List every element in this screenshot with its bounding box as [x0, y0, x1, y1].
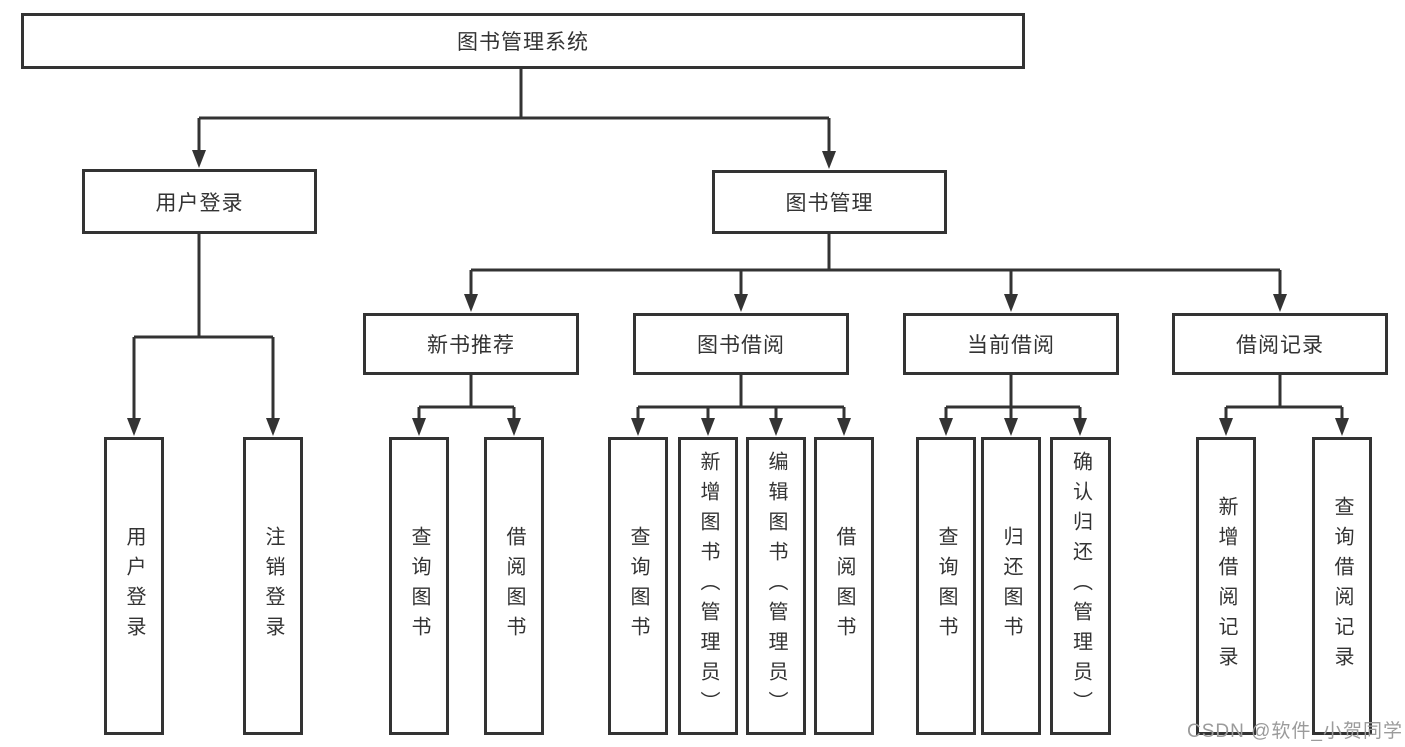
arrow-down-icon	[1073, 418, 1087, 436]
node-book-borrow: 图书借阅	[633, 313, 849, 375]
leaf-bb-edit: 编辑图书（管理员）	[746, 437, 806, 735]
node-current-borrow: 当前借阅	[903, 313, 1119, 375]
arrow-down-icon	[127, 418, 141, 436]
leaf-rec-query-label: 查询图书	[408, 526, 430, 646]
leaf-rec-query: 查询图书	[389, 437, 449, 735]
arrow-down-icon	[631, 418, 645, 436]
node-root-label: 图书管理系统	[457, 31, 589, 54]
connector-root-branch	[197, 69, 831, 153]
leaf-cb-return: 归还图书	[981, 437, 1041, 735]
leaf-br-query-label: 查询借阅记录	[1331, 496, 1353, 676]
leaf-bb-query-label: 查询图书	[627, 526, 649, 646]
arrow-down-icon	[1004, 294, 1018, 312]
leaf-cb-confirm-label: 确认归还（管理员）	[1069, 451, 1092, 721]
leaf-bb-borrow-label: 借阅图书	[833, 526, 855, 646]
leaf-bb-query: 查询图书	[608, 437, 668, 735]
arrow-down-icon	[192, 150, 206, 168]
arrow-down-icon	[701, 418, 715, 436]
node-borrow-record-label: 借阅记录	[1236, 334, 1324, 357]
node-user-login-group-label: 用户登录	[155, 191, 244, 215]
watermark: CSDN @软件_小贺同学	[1187, 721, 1403, 742]
arrow-down-icon	[507, 418, 521, 436]
connector-userlogin-branch	[132, 234, 275, 421]
leaf-br-query: 查询借阅记录	[1312, 437, 1372, 735]
leaf-bb-add-label: 新增图书（管理员）	[697, 451, 719, 721]
node-book-mgmt-group: 图书管理	[712, 170, 947, 234]
arrow-down-icon	[1335, 418, 1349, 436]
leaf-logout-label: 注销登录	[262, 526, 284, 646]
leaf-bb-add: 新增图书（管理员）	[678, 437, 738, 735]
arrow-down-icon	[266, 418, 280, 436]
connector-borrowrecord-branch	[1224, 375, 1344, 421]
arrow-down-icon	[412, 418, 426, 436]
leaf-rec-borrow-label: 借阅图书	[503, 526, 525, 646]
leaf-bb-edit-label: 编辑图书（管理员）	[765, 451, 787, 721]
leaf-user-login-label: 用户登录	[123, 526, 145, 646]
arrow-down-icon	[464, 294, 478, 312]
arrow-down-icon	[1219, 418, 1233, 436]
node-current-borrow-label: 当前借阅	[967, 334, 1055, 357]
node-root: 图书管理系统	[21, 13, 1025, 69]
connector-bookmgmt-branch	[469, 234, 1282, 297]
arrow-down-icon	[734, 294, 748, 312]
node-new-book-rec: 新书推荐	[363, 313, 579, 375]
leaf-br-add-label: 新增借阅记录	[1215, 496, 1237, 676]
node-book-borrow-label: 图书借阅	[697, 334, 785, 357]
node-borrow-record: 借阅记录	[1172, 313, 1388, 375]
connector-bookborrow-branch	[636, 375, 846, 421]
leaf-logout: 注销登录	[243, 437, 303, 735]
arrow-down-icon	[1004, 418, 1018, 436]
connector-currentborrow-branch	[944, 375, 1082, 421]
leaf-bb-borrow: 借阅图书	[814, 437, 874, 735]
leaf-cb-return-label: 归还图书	[1000, 526, 1022, 646]
leaf-user-login: 用户登录	[104, 437, 164, 735]
leaf-br-add: 新增借阅记录	[1196, 437, 1256, 735]
arrow-down-icon	[1273, 294, 1287, 312]
arrow-down-icon	[822, 151, 836, 169]
leaf-cb-confirm: 确认归还（管理员）	[1050, 437, 1111, 735]
arrow-down-icon	[837, 418, 851, 436]
arrow-down-icon	[769, 418, 783, 436]
connector-paths	[132, 69, 1344, 421]
leaf-cb-query-label: 查询图书	[935, 526, 957, 646]
arrow-down-icon	[939, 418, 953, 436]
leaf-cb-query: 查询图书	[916, 437, 976, 735]
arrowheads	[127, 150, 1349, 436]
node-new-book-rec-label: 新书推荐	[427, 334, 515, 357]
node-user-login-group: 用户登录	[82, 169, 317, 234]
connector-newbookrec-branch	[417, 375, 516, 421]
leaf-rec-borrow: 借阅图书	[484, 437, 544, 735]
node-book-mgmt-group-label: 图书管理	[785, 192, 874, 215]
